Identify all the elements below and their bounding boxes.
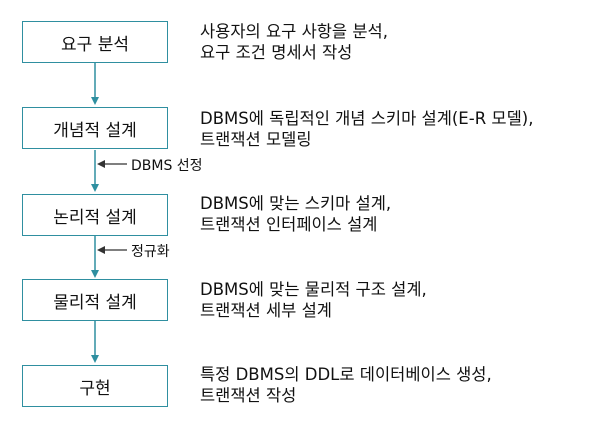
stage-box-conceptual-design: 개념적 설계 [22,107,168,149]
description-line: 특정 DBMS의 DDL로 데이터베이스 생성, [200,365,492,384]
stage-description-physical-design: DBMS에 맞는 물리적 구조 설계, 트랜잭션 세부 설계 [200,279,427,321]
side-input-normalization: 정규화 [131,244,170,260]
side-input-dbms-selection: DBMS 선정 [131,158,203,174]
description-line: 트랜잭션 인터페이스 설계 [200,215,378,234]
description-line: DBMS에 맞는 스키마 설계, [200,194,392,213]
stage-description-requirements-analysis: 사용자의 요구 사항을 분석, 요구 조건 명세서 작성 [200,21,388,63]
description-line: DBMS에 독립적인 개념 스키마 설계(E-R 모델), [200,109,534,128]
description-line: 트랜잭션 모델링 [200,130,312,149]
stage-box-physical-design: 물리적 설계 [22,279,168,321]
stage-label: 구현 [79,378,111,399]
stage-description-logical-design: DBMS에 맞는 스키마 설계, 트랜잭션 인터페이스 설계 [200,193,391,235]
stage-box-implementation: 구현 [22,365,168,407]
stage-box-logical-design: 논리적 설계 [22,194,168,236]
stage-description-conceptual-design: DBMS에 독립적인 개념 스키마 설계(E-R 모델), 트랜잭션 모델링 [200,108,533,150]
description-line: 트랜잭션 작성 [200,386,297,405]
stage-label: 물리적 설계 [53,292,137,313]
description-line: 사용자의 요구 사항을 분석, [200,22,388,41]
stage-description-implementation: 특정 DBMS의 DDL로 데이터베이스 생성, 트랜잭션 작성 [200,364,492,406]
stage-box-requirements-analysis: 요구 분석 [22,21,168,63]
stage-label: 개념적 설계 [53,120,137,141]
description-line: DBMS에 맞는 물리적 구조 설계, [200,280,427,299]
description-line: 요구 조건 명세서 작성 [200,43,353,62]
stage-label: 요구 분석 [61,34,129,55]
stage-label: 논리적 설계 [53,207,137,228]
description-line: 트랜잭션 세부 설계 [200,301,332,320]
